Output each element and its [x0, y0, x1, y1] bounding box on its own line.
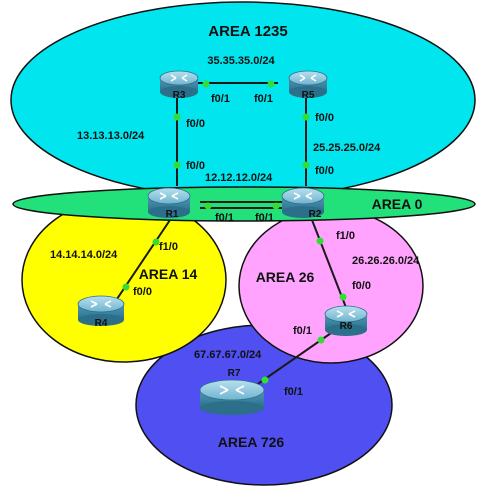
iface-r2-f00-label: f0/0: [315, 165, 334, 177]
iface-r3-f00-label: f0/0: [186, 118, 205, 130]
network-13-label: 13.13.13.0/24: [77, 130, 145, 142]
iface-dot-r2-f00: [302, 161, 310, 169]
iface-dot-r2-f10: [316, 237, 324, 245]
iface-r7-f01-label: f0/1: [284, 386, 303, 398]
iface-dot-r1-f01: [204, 202, 212, 210]
network-26-label: 26.26.26.0/24: [352, 255, 420, 267]
network-35-label: 35.35.35.0/24: [207, 55, 275, 67]
router-r7[interactable]: [199, 379, 265, 415]
area-26-label: AREA 26: [256, 269, 315, 285]
router-r3-label: R3: [173, 90, 186, 101]
iface-r5-f01-label: f0/1: [254, 93, 273, 105]
router-r2-label: R2: [309, 209, 322, 220]
iface-r5-f00-label: f0/0: [315, 112, 334, 124]
iface-r1-f10-label: f1/0: [159, 241, 178, 253]
router-r5-label: R5: [302, 90, 315, 101]
iface-dot-r3-f01: [202, 80, 210, 88]
area-726-label: AREA 726: [218, 434, 285, 450]
iface-dot-r6-f00: [339, 293, 347, 301]
router-r5[interactable]: [288, 70, 328, 98]
iface-r6-f01-label: f0/1: [293, 325, 312, 337]
router-r6-label: R6: [340, 321, 353, 332]
area-0-region: [12, 186, 476, 222]
network-14-label: 14.14.14.0/24: [50, 249, 118, 261]
router-arrows-icon: [299, 74, 317, 82]
area-26-region: [238, 208, 424, 364]
iface-dot-r2-f01: [272, 202, 280, 210]
router-arrows-icon: [219, 385, 245, 395]
router-r4[interactable]: [77, 295, 125, 326]
area-14-label: AREA 14: [139, 266, 198, 282]
iface-r1-f01-label: f0/1: [215, 212, 234, 224]
router-r7-label: R7: [228, 368, 241, 379]
area-1235-label: AREA 1235: [208, 23, 287, 40]
router-r4-label: R4: [95, 318, 108, 329]
router-arrows-icon: [159, 192, 179, 200]
iface-dot-r1-f00: [173, 161, 181, 169]
router-arrows-icon: [293, 192, 313, 200]
router-arrows-icon: [170, 74, 188, 82]
router-arrows-icon: [90, 300, 112, 308]
iface-dot-r1-f10: [152, 238, 160, 246]
iface-r2-f01-label: f0/1: [255, 212, 274, 224]
iface-dot-r5-f00: [302, 113, 310, 121]
iface-dot-r7-f01: [261, 376, 269, 384]
router-arrows-icon: [336, 310, 356, 318]
router-r3[interactable]: [159, 70, 199, 98]
iface-r3-f01-label: f0/1: [211, 93, 230, 105]
network-25-label: 25.25.25.0/24: [313, 142, 381, 154]
iface-dot-r6-f01: [317, 336, 325, 344]
router-r1-label: R1: [166, 209, 179, 220]
router-r6[interactable]: [324, 305, 368, 336]
iface-dot-r3-f00: [173, 113, 181, 121]
area-0-label: AREA 0: [372, 196, 423, 212]
iface-r4-f00-label: f0/0: [133, 286, 152, 298]
iface-r6-f00-label: f0/0: [352, 280, 371, 292]
network-12-label: 12.12.12.0/24: [205, 172, 273, 184]
iface-r1-f00-label: f0/0: [186, 160, 205, 172]
network-67-label: 67.67.67.0/24: [194, 349, 262, 361]
iface-dot-r4-f00: [122, 283, 130, 291]
router-r1[interactable]: [147, 187, 191, 218]
iface-r2-f10-label: f1/0: [336, 230, 355, 242]
iface-dot-r5-f01: [267, 80, 275, 88]
router-r2[interactable]: [281, 187, 325, 218]
